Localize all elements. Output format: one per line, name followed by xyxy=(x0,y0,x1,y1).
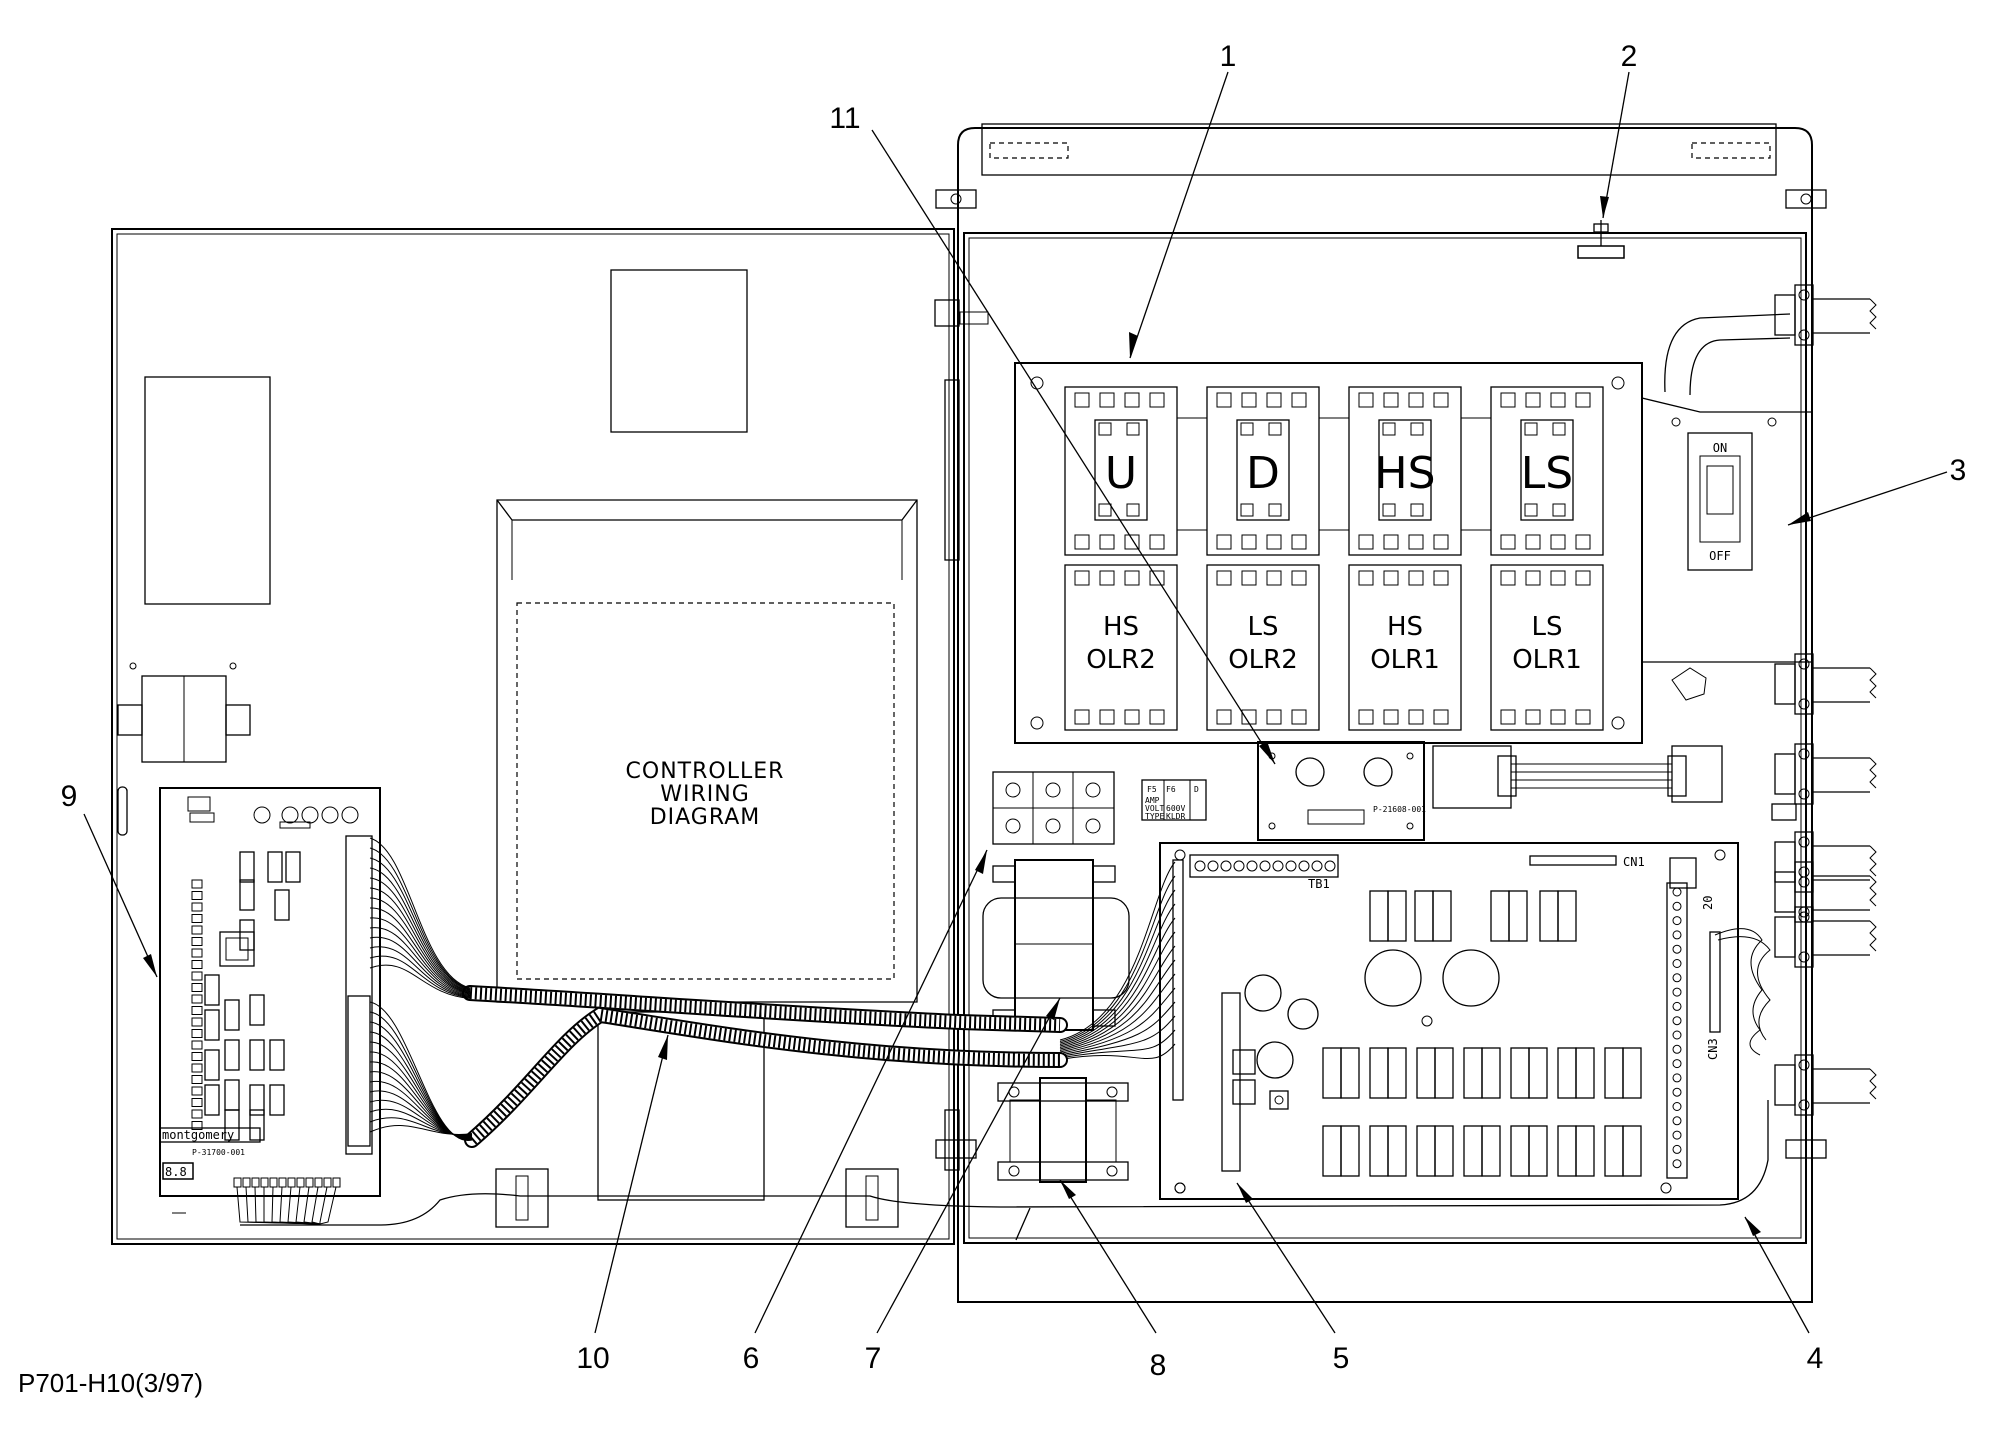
conduit-fitting xyxy=(1774,906,1877,968)
enclosure xyxy=(934,123,1827,1303)
wiring-diagram-pocket: CONTROLLER WIRING DIAGRAM xyxy=(496,499,918,1201)
board-relay xyxy=(1557,1047,1595,1099)
disconnect-on-label: ON xyxy=(1713,441,1727,455)
conduit-fitting xyxy=(1774,284,1877,346)
board-relay xyxy=(1539,890,1577,942)
small-transformer xyxy=(997,1077,1129,1183)
fuse-type-value: KLDR xyxy=(1166,812,1185,821)
conduit-fitting xyxy=(1774,1054,1877,1116)
overload-label-line2: OLR2 xyxy=(1228,645,1298,675)
callout-numbers: 1 2 3 4 5 6 7 8 9 10 11 xyxy=(61,40,1967,1382)
overload-label-line2: OLR1 xyxy=(1512,645,1582,675)
overload-label-line1: HS xyxy=(1387,612,1423,642)
callout-11: 11 xyxy=(829,102,860,135)
callout-4: 4 xyxy=(1807,1342,1824,1375)
cabinet-door xyxy=(111,228,955,1245)
conduit-fitting xyxy=(1774,831,1877,893)
board-relay xyxy=(1414,890,1452,942)
board-relay xyxy=(1604,1047,1642,1099)
fuse-f6-label: F6 xyxy=(1166,785,1176,794)
board-part-number: P-31700-001 xyxy=(192,1148,245,1157)
fuse-holder: F5 F6 D AMP VOLT TYPE 600V KLDR xyxy=(1141,779,1207,821)
fuse-amp-label: AMP xyxy=(1145,796,1160,805)
conduit-fitting xyxy=(1774,653,1877,715)
tb1-label: TB1 xyxy=(1308,877,1330,891)
callout-7: 7 xyxy=(865,1342,882,1375)
board-relay xyxy=(1416,1047,1454,1099)
fuse-type-label: TYPE xyxy=(1145,812,1164,821)
disconnect-off-label: OFF xyxy=(1709,549,1731,563)
contactor-label: D xyxy=(1246,448,1280,499)
timer-module: P-21608-001 xyxy=(1257,741,1426,841)
board-relay xyxy=(1369,890,1407,942)
board-relay xyxy=(1463,1125,1501,1177)
board-relay xyxy=(1510,1047,1548,1099)
conduit-fittings xyxy=(1771,284,1877,1116)
board-relay xyxy=(1322,1047,1360,1099)
callout-1: 1 xyxy=(1220,40,1237,73)
fuse-d-label: D xyxy=(1194,785,1199,794)
board-relay xyxy=(1369,1125,1407,1177)
timer-part-number: P-21608-001 xyxy=(1373,805,1426,814)
fuse-block xyxy=(992,771,1115,845)
fuse-volt-label: VOLT xyxy=(1145,804,1164,813)
overload-label-line1: HS xyxy=(1103,612,1139,642)
board-relay xyxy=(1557,1125,1595,1177)
door-cable xyxy=(369,837,1068,1148)
board-brand-text: montgomery xyxy=(162,1128,234,1142)
contactor-label: U xyxy=(1105,448,1137,499)
contactor-hs: HS xyxy=(1348,386,1462,556)
fuse-f5-label: F5 xyxy=(1147,785,1157,794)
main-controller-board: TB1 CN1 20 CN3 xyxy=(1159,842,1771,1200)
diagram-label-line1: CONTROLLER xyxy=(626,759,785,784)
overload-label-line1: LS xyxy=(1532,612,1563,642)
disconnect-switch: ON OFF xyxy=(1641,313,1813,701)
fuse-volt-value: 600V xyxy=(1166,804,1185,813)
callout-leaders xyxy=(83,71,1948,1334)
cn1-label: CN1 xyxy=(1623,855,1645,869)
conduit-fitting xyxy=(1774,743,1877,805)
board-relay xyxy=(1510,1125,1548,1177)
board-relay xyxy=(1604,1125,1642,1177)
contactor-d: D xyxy=(1206,386,1320,556)
board-20-label: 20 xyxy=(1701,896,1715,910)
board-relay xyxy=(1416,1125,1454,1177)
board-relay xyxy=(1369,1047,1407,1099)
relay-module-right xyxy=(1432,745,1723,809)
bottom-wire xyxy=(240,1100,1769,1228)
callout-2: 2 xyxy=(1621,40,1638,73)
contactor-label: LS xyxy=(1521,448,1573,499)
callout-3: 3 xyxy=(1950,454,1967,487)
callout-5: 5 xyxy=(1333,1342,1350,1375)
board-relay xyxy=(1322,1125,1360,1177)
diagram-label-line3: DIAGRAM xyxy=(650,805,761,830)
board-digit-display: 8.8 xyxy=(165,1165,187,1179)
contactor-ls: LS xyxy=(1490,386,1604,556)
callout-10: 10 xyxy=(576,1342,609,1375)
overload-label-line2: OLR1 xyxy=(1370,645,1440,675)
overload-label-line2: OLR2 xyxy=(1086,645,1156,675)
diagram-label-line2: WIRING xyxy=(660,782,750,807)
conduit-fitting xyxy=(1774,861,1877,923)
wire-harness xyxy=(1059,859,1184,1101)
board-relay xyxy=(1490,890,1528,942)
board-relay xyxy=(1463,1047,1501,1099)
control-board: montgomery 8.8 P-31700-001 xyxy=(159,787,381,1225)
drawing-id: P701-H10(3/97) xyxy=(18,1368,203,1398)
callout-8: 8 xyxy=(1150,1349,1167,1382)
callout-9: 9 xyxy=(61,780,78,813)
cn3-label: CN3 xyxy=(1706,1038,1720,1060)
overload-label-line1: LS xyxy=(1248,612,1279,642)
contactor-u: U xyxy=(1064,386,1178,556)
contactor-label: HS xyxy=(1374,448,1435,499)
callout-6: 6 xyxy=(743,1342,760,1375)
